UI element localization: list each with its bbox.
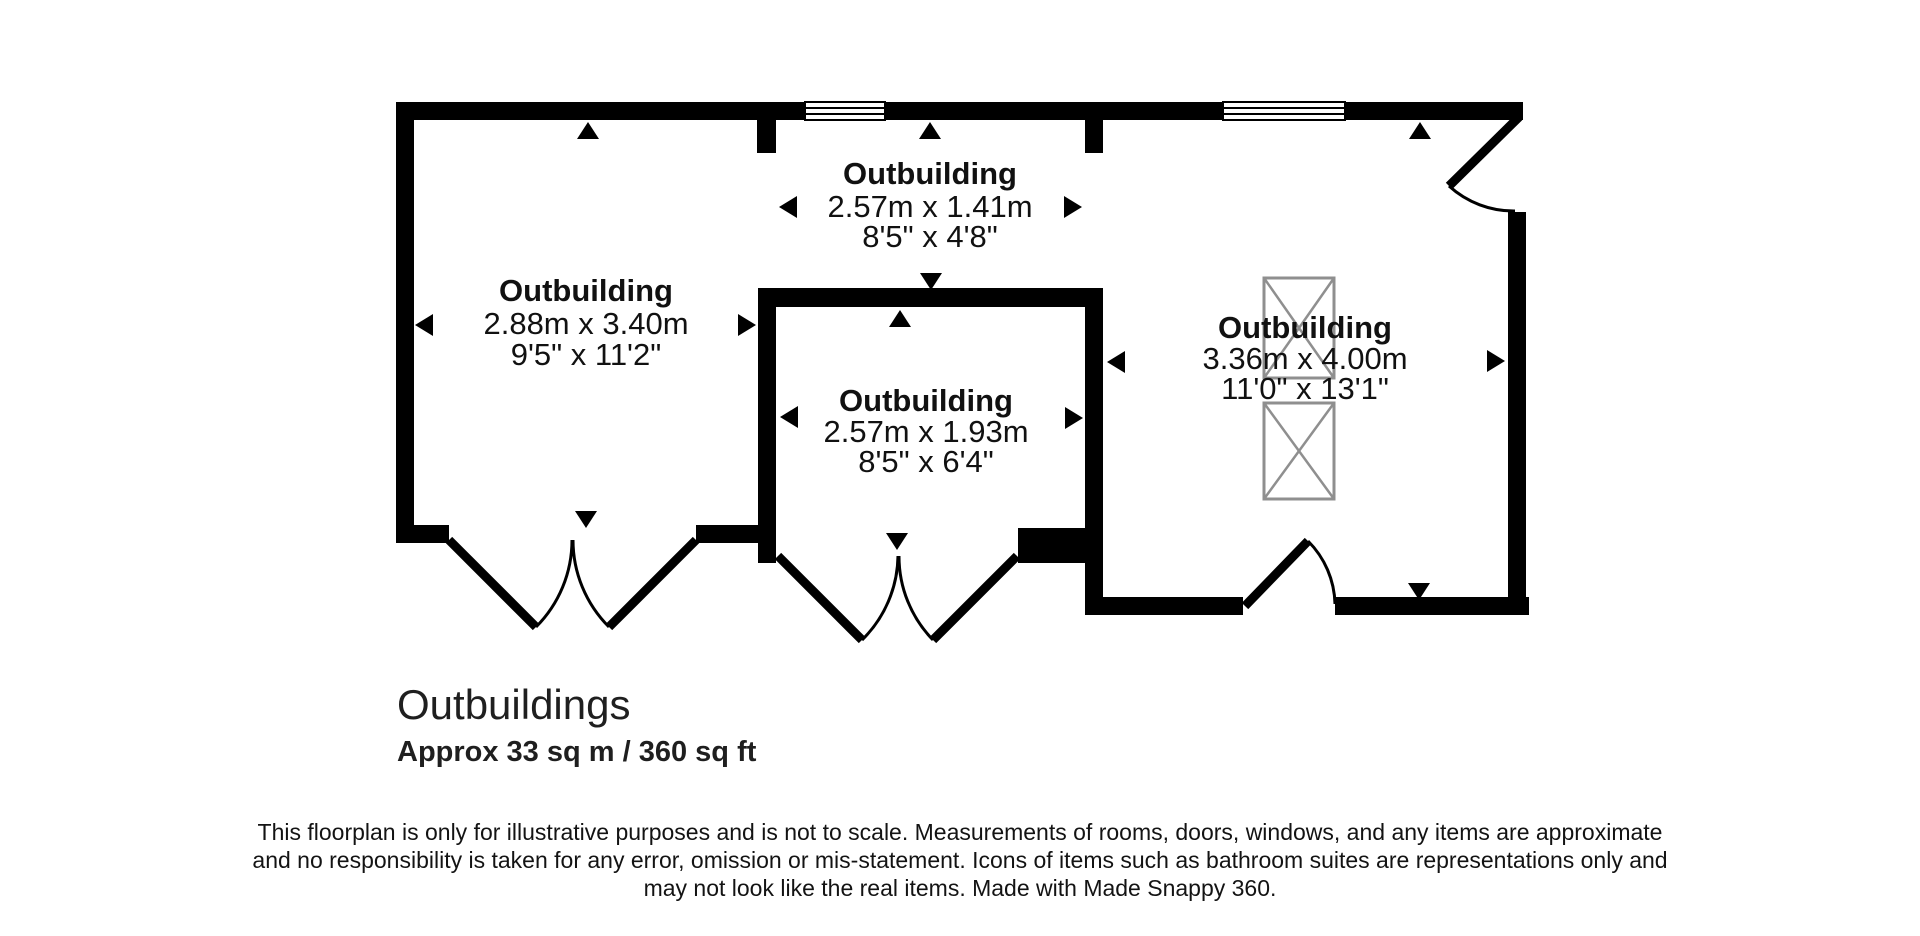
wall-left-room-bottom-a <box>396 525 449 543</box>
window-icon <box>1222 101 1346 121</box>
room-name: Outbuilding <box>839 383 1013 418</box>
arrow-up-icon <box>577 122 599 139</box>
measurement-arrows <box>415 122 1505 600</box>
room-label-left: Outbuilding 2.88m x 3.40m 9'5" x 11'2" <box>483 273 688 372</box>
approx-area-label: Approx 33 sq m / 360 sq ft <box>397 736 757 768</box>
arrow-down-icon <box>920 273 942 290</box>
double-door-icon <box>445 536 700 631</box>
room-metric-dimensions: 2.57m x 1.93m <box>823 414 1028 449</box>
room-imperial-dimensions: 9'5" x 11'2" <box>511 337 661 372</box>
wall-outer-top <box>396 102 1523 120</box>
arrow-up-icon <box>889 310 911 327</box>
window-icon <box>804 101 886 121</box>
wall-middle-room-left <box>758 288 776 563</box>
arrow-right-icon <box>1487 350 1505 372</box>
room-label-middle: Outbuilding 2.57m x 1.93m 8'5" x 6'4" <box>823 383 1028 479</box>
arrow-down-icon <box>575 511 597 528</box>
page-title: Outbuildings <box>397 681 630 728</box>
room-name: Outbuilding <box>1218 310 1392 345</box>
room-metric-dimensions: 2.57m x 1.41m <box>827 189 1032 224</box>
wall-right-room-bottom-b <box>1335 597 1529 615</box>
wall-middle-room-bottom-block <box>1018 528 1103 563</box>
arrow-left-icon <box>1107 351 1125 373</box>
arrow-down-icon <box>1408 583 1430 600</box>
storage-fixture-icon <box>1262 401 1336 501</box>
storage-fixture-icon <box>1262 401 1336 501</box>
window-icon <box>1222 101 1346 121</box>
disclaimer-line: This floorplan is only for illustrative … <box>258 819 1663 845</box>
disclaimer-line: may not look like the real items. Made w… <box>644 875 1277 901</box>
room-imperial-dimensions: 8'5" x 6'4" <box>858 444 994 479</box>
wall-stub-left <box>757 120 776 153</box>
room-name: Outbuilding <box>499 273 673 308</box>
double-door-icon <box>774 552 1021 644</box>
room-imperial-dimensions: 11'0" x 13'1" <box>1221 371 1389 406</box>
arrow-right-icon <box>1064 196 1082 218</box>
arrow-right-icon <box>1065 407 1083 429</box>
wall-right-room-bottom-a <box>1103 597 1243 615</box>
arrow-up-icon <box>919 122 941 139</box>
storage-fixture-icon <box>1262 276 1336 380</box>
wall-outer-left <box>396 102 414 543</box>
disclaimer-text: This floorplan is only for illustrative … <box>252 819 1667 901</box>
wall-left-room-bottom-b <box>696 525 758 543</box>
walls <box>396 102 1529 615</box>
room-name: Outbuilding <box>843 156 1017 191</box>
arrow-left-icon <box>780 406 798 428</box>
arrow-left-icon <box>415 314 433 336</box>
room-imperial-dimensions: 8'5" x 4'8" <box>862 219 998 254</box>
arrow-left-icon <box>779 196 797 218</box>
wall-outer-right <box>1508 212 1526 615</box>
corner-door-icon <box>1445 113 1523 213</box>
arrow-right-icon <box>738 314 756 336</box>
room-label-right: Outbuilding 3.36m x 4.00m 11'0" x 13'1" <box>1202 310 1407 406</box>
disclaimer-line: and no responsibility is taken for any e… <box>252 847 1667 873</box>
wall-stub-right <box>1085 120 1103 153</box>
room-metric-dimensions: 3.36m x 4.00m <box>1202 341 1407 376</box>
storage-fixture-icon <box>1262 276 1336 380</box>
window-icon <box>804 101 886 121</box>
wall-middle-room-right <box>1085 288 1103 615</box>
arrow-down-icon <box>886 533 908 550</box>
single-door-icon <box>1241 537 1337 610</box>
arrow-up-icon <box>1409 122 1431 139</box>
room-metric-dimensions: 2.88m x 3.40m <box>483 306 688 341</box>
room-label-top-corridor: Outbuilding 2.57m x 1.41m 8'5" x 4'8" <box>827 156 1032 254</box>
wall-middle-room-top <box>758 288 1103 307</box>
